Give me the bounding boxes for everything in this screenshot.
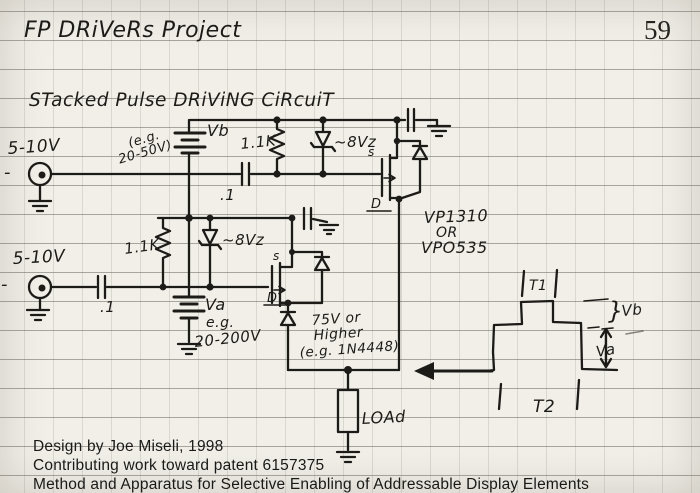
waveform-t1-label: T1 <box>529 278 547 294</box>
ground-input-bottom <box>25 308 51 322</box>
flyback-diode-top <box>395 139 429 200</box>
cap-bottom-label: .1 <box>100 298 115 316</box>
diode-note-line2: Higher <box>313 325 364 344</box>
capacitor-rail-top <box>406 107 416 133</box>
diode-note-line3: (e.g. 1N4448) <box>299 338 400 361</box>
va-reference-dashes <box>587 326 614 330</box>
battery-va <box>172 295 206 344</box>
t2-tick-marks <box>497 378 581 411</box>
zener-diode-bottom <box>197 216 223 289</box>
output-waveform <box>485 268 644 411</box>
load-resistor <box>336 368 360 452</box>
mosfet-top <box>380 118 401 372</box>
va-measure-arrow <box>599 327 613 369</box>
mosfet-top-drain-label: D <box>371 197 382 212</box>
resistor-bottom-label: 1.1K <box>123 235 162 258</box>
bottom-stage-wiring <box>49 216 401 372</box>
ground-load <box>335 450 361 464</box>
footer-line-3: Method and Apparatus for Selective Enabl… <box>33 476 589 493</box>
part-note-line2: OR <box>436 225 458 241</box>
t1-tick-marks <box>520 268 559 299</box>
resistor-top <box>268 118 286 176</box>
ground-rail-bottom <box>311 217 340 236</box>
waveform-vb-label: Vb <box>621 300 643 320</box>
ground-rail-top <box>426 118 452 138</box>
capacitor-rail-bottom <box>302 206 313 231</box>
input-connector-top <box>27 161 53 202</box>
ground-input-top <box>27 199 53 213</box>
footer-line-1: Design by Joe Miseli, 1998 <box>33 438 223 455</box>
waveform-va-label: Va <box>595 340 617 361</box>
battery-va-range: 20-200V <box>194 326 264 351</box>
zener-bottom-label: ~8Vz <box>222 231 265 249</box>
mosfet-bottom-source-label: s <box>273 249 280 263</box>
waveform-vb-brace: } <box>608 297 624 325</box>
ground-battery-va <box>176 342 202 356</box>
battery-va-label: Va <box>205 295 226 314</box>
top-stage-wiring <box>50 118 439 220</box>
stray-mark <box>625 330 644 335</box>
page-title: FP DRiVeRs Project <box>24 18 242 43</box>
blocking-diode <box>279 301 297 372</box>
diode-note-line1: 75V or <box>311 310 362 329</box>
waveform-t2-label: T2 <box>533 397 555 417</box>
input-top-minus: - <box>4 162 11 183</box>
page-number: 59 <box>644 15 671 45</box>
input-connector-bottom <box>27 274 53 311</box>
zener-top-label: ~8Vz <box>334 133 377 151</box>
capacitor-input-bottom <box>96 274 107 300</box>
part-note-line3: VPO535 <box>421 238 488 257</box>
resistor-bottom <box>154 216 172 289</box>
resistor-top-label: 1.1K <box>240 131 278 153</box>
zener-diode-top <box>309 118 337 176</box>
battery-vb-label: Vb <box>207 121 229 140</box>
junction-dots <box>159 116 403 374</box>
flyback-diode-bottom <box>288 250 331 305</box>
part-note-line1: VP1310 <box>423 206 488 227</box>
footer-line-2: Contributing work toward patent 6157375 <box>33 457 324 474</box>
input-bottom-label: 5-10V <box>12 246 67 269</box>
mosfet-bottom <box>270 216 294 308</box>
input-bottom-minus: - <box>1 274 8 295</box>
circuit-subtitle: STacked Pulse DRiViNG CiRcuiT <box>29 90 335 111</box>
mosfet-bottom-drain-label: D <box>267 291 278 306</box>
vb-reference-dash <box>583 298 609 302</box>
load-label: LOAd <box>361 407 406 428</box>
cap-top-label: .1 <box>220 186 235 204</box>
mosfet-top-source-label: s <box>368 145 375 159</box>
battery-vb-range: (e.g. 20-50V) <box>117 128 174 168</box>
battery-vb <box>173 131 207 155</box>
capacitor-input-top <box>240 161 251 187</box>
input-top-label: 5-10V <box>7 135 62 159</box>
output-arrow <box>414 362 494 380</box>
battery-va-eg: e.g. <box>206 315 234 331</box>
